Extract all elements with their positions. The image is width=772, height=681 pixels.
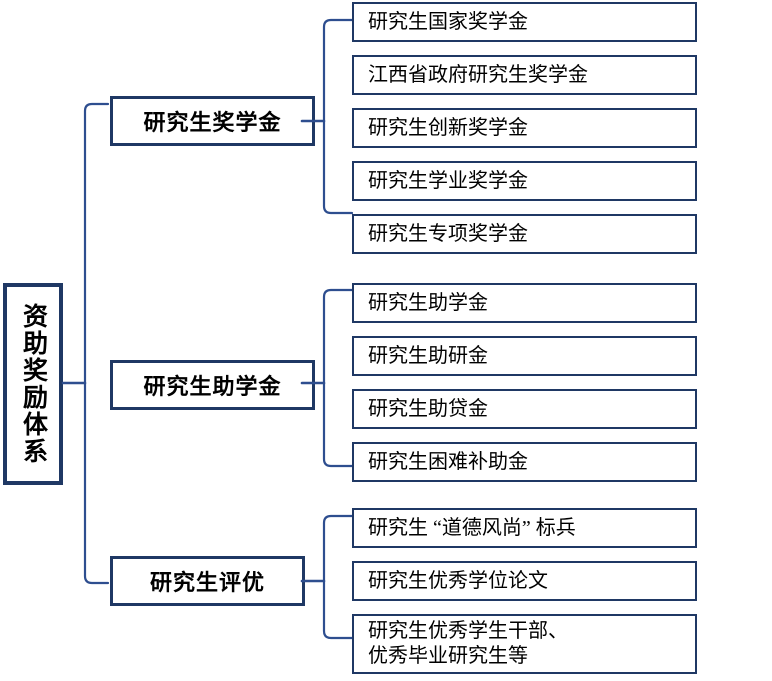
branch-1-bracket [300,12,354,228]
leaf-node: 江西省政府研究生奖学金 [352,55,697,95]
leaf-node: 研究生创新奖学金 [352,108,697,148]
root-node-label: 资助奖励体系 [19,303,48,465]
leaf-node: 研究生困难补助金 [352,442,697,482]
leaf-node: 研究生优秀学生干部、 优秀毕业研究生等 [352,614,697,674]
root-bracket-spine [83,102,110,585]
root-node-funding-reward-system: 资助奖励体系 [3,283,63,485]
leaf-node: 研究生学业奖学金 [352,161,697,201]
leaf-node: 研究生优秀学位论文 [352,561,697,601]
leaf-node-label: 研究生创新奖学金 [368,116,528,139]
leaf-node: 研究生专项奖学金 [352,214,697,254]
leaf-node-label: 研究生专项奖学金 [368,222,528,245]
branch-1-bracket-spine [322,18,354,215]
leaf-node: 研究生 “道德风尚” 标兵 [352,508,697,548]
branch-3-bracket-spine [322,514,354,640]
leaf-node-label: 江西省政府研究生奖学金 [368,63,588,86]
branch-node-graduate-stipend: 研究生助学金 [110,360,315,410]
branch-node-label: 研究生奖学金 [143,110,282,135]
leaf-node-label: 研究生国家奖学金 [368,10,528,33]
branch-2-bracket-spine [322,288,354,468]
branch-node-label: 研究生评优 [149,570,265,595]
leaf-node-label: 研究生助贷金 [368,397,488,420]
leaf-node: 研究生助学金 [352,283,697,323]
root-bracket [61,95,110,605]
leaf-node-label: 研究生困难补助金 [368,450,528,473]
branch-node-graduate-scholarship: 研究生奖学金 [110,96,315,146]
branch-3-bracket [300,508,354,646]
leaf-node-label: 研究生优秀学位论文 [368,569,548,592]
leaf-node-label: 研究生 “道德风尚” 标兵 [368,516,576,539]
leaf-node-label: 研究生助研金 [368,344,488,367]
leaf-node-label: 研究生优秀学生干部、 优秀毕业研究生等 [368,620,568,667]
leaf-node: 研究生助研金 [352,336,697,376]
branch-node-graduate-awards: 研究生评优 [110,556,305,606]
leaf-node-label: 研究生助学金 [368,291,488,314]
branch-2-bracket [300,282,354,474]
leaf-node: 研究生国家奖学金 [352,2,697,42]
leaf-node-label: 研究生学业奖学金 [368,169,528,192]
branch-node-label: 研究生助学金 [143,374,282,399]
leaf-node: 研究生助贷金 [352,389,697,429]
